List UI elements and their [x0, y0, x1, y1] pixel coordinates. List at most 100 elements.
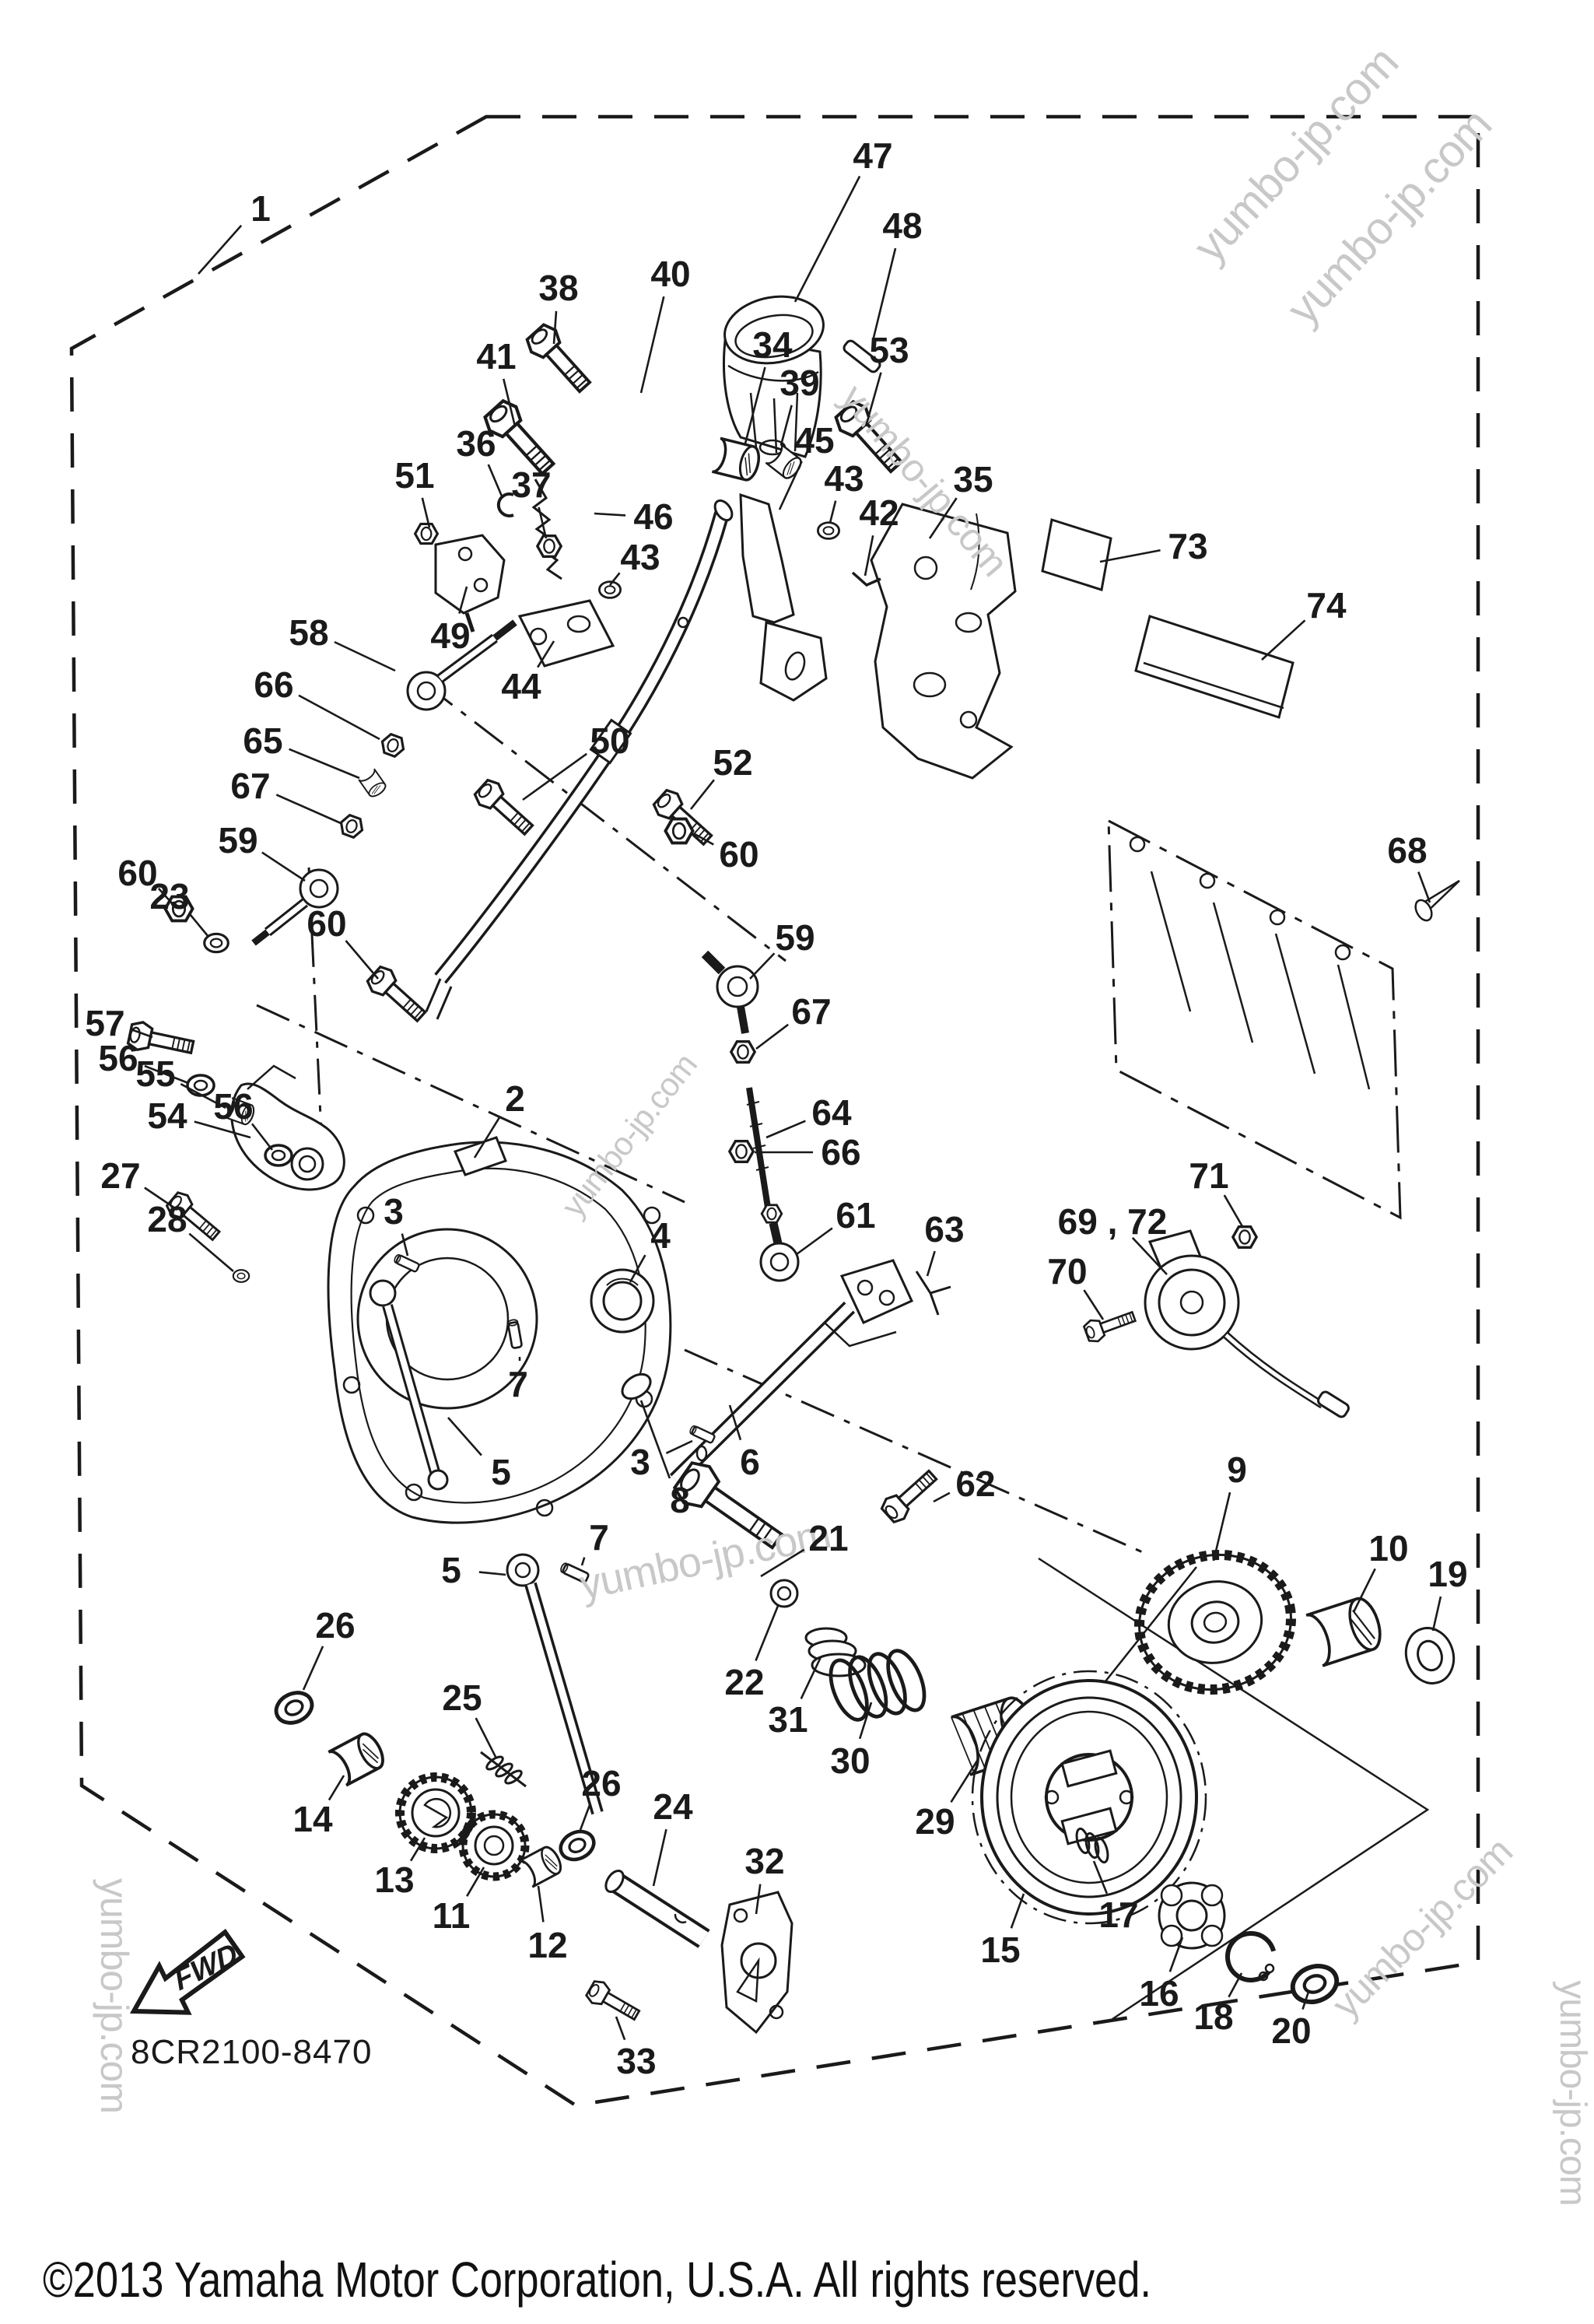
idle-gear-drawing: [1133, 1549, 1297, 1695]
gear-13-drawing: [395, 1772, 476, 1853]
callout-number-53: 53: [869, 330, 909, 370]
shift-shaft-drawing: [669, 1259, 913, 1486]
callout-number-64: 64: [811, 1092, 852, 1133]
callout-number-57: 57: [85, 1003, 124, 1043]
callout-leader-27: [144, 1187, 178, 1211]
callout-number-63: 63: [924, 1209, 964, 1250]
callout-leader-17: [1092, 1860, 1109, 1895]
callout-number-14: 14: [293, 1799, 333, 1839]
callout-leader-60: [157, 888, 173, 905]
callout-number-7: 7: [508, 1364, 528, 1404]
callout-leader-8: [639, 1400, 671, 1479]
callout-leader-64: [765, 1120, 806, 1139]
callout-number-36: 36: [456, 423, 496, 464]
callout-leader-19: [1431, 1596, 1442, 1632]
clutch-drum-drawing: [971, 1670, 1207, 1925]
nut-71-drawing: [1231, 1225, 1258, 1249]
callout-leader-50: [522, 752, 587, 801]
callout-leader-26: [579, 1803, 591, 1831]
washer-19-drawing: [1404, 1627, 1456, 1684]
callout-leader-67: [755, 1023, 789, 1050]
callout-leader-3: [401, 1233, 409, 1257]
callout-leader-36: [487, 464, 504, 499]
callout-leader-53: [864, 372, 882, 427]
speed-limiter-drawing: [1144, 1229, 1350, 1418]
callout-number-46: 46: [633, 496, 673, 537]
callout-number-26: 26: [581, 1763, 621, 1803]
watermark-text-6: yumbo-jp.com: [93, 1878, 136, 2113]
bushing-14-drawing: [327, 1728, 390, 1787]
spring-screw-25-drawing: [480, 1751, 527, 1788]
detent-bracket-drawing: [434, 534, 506, 633]
callout-leader-61: [796, 1227, 833, 1256]
washer-43a-drawing: [817, 521, 840, 540]
callout-leader-56: [250, 1123, 274, 1151]
callout-number-4: 4: [650, 1215, 671, 1256]
callout-leader-71: [1223, 1194, 1245, 1229]
callout-leader-63: [926, 1250, 936, 1277]
callout-leader-42: [864, 535, 874, 577]
callout-number-11: 11: [433, 1895, 471, 1936]
adjuster-drawing: [358, 768, 389, 800]
callout-leader-49: [458, 586, 468, 614]
parts-artwork: [125, 295, 1460, 2035]
callout-number-25: 25: [442, 1677, 482, 1718]
nut-67a-drawing: [336, 811, 367, 841]
callout-number-3: 3: [630, 1442, 650, 1482]
callout-number-16: 16: [1139, 1973, 1179, 2014]
callout-leader-35: [928, 497, 958, 539]
callout-leader-66: [298, 694, 380, 741]
callout-number-66: 66: [821, 1132, 860, 1173]
callout-leader-10: [1352, 1568, 1376, 1613]
callout-leader-60: [345, 940, 379, 980]
callout-leader-74: [1261, 619, 1306, 661]
callout-number-5: 5: [441, 1550, 461, 1590]
callout-leader-30: [858, 1702, 873, 1740]
knob-pin-drawing: [843, 339, 881, 373]
fwd-arrow: FWD: [129, 1928, 246, 2015]
callout-leader-31: [800, 1656, 822, 1699]
bolt-62-drawing: [878, 1463, 943, 1527]
callout-leader-54: [194, 1120, 251, 1139]
shaft-24-drawing: [604, 1869, 710, 1948]
callout-number-10: 10: [1368, 1528, 1408, 1569]
callout-number-69 , 72: 69 , 72: [1058, 1201, 1168, 1242]
callout-leader-26: [302, 1646, 324, 1691]
tie-rod-lower-drawing: [251, 868, 339, 946]
callout-leader-46: [594, 512, 626, 517]
callout-number-74: 74: [1306, 585, 1347, 626]
clip-42-drawing: [851, 571, 881, 587]
callout-leader-5: [478, 1571, 506, 1576]
clutch-spring-small-drawing: [1075, 1827, 1109, 1864]
callout-number-38: 38: [538, 268, 578, 308]
callout-leader-21: [760, 1548, 805, 1578]
axis-line-linkage: [423, 682, 786, 962]
callout-number-24: 24: [653, 1786, 693, 1827]
callout-leader-48: [871, 247, 897, 342]
callout-number-47: 47: [853, 135, 892, 176]
callout-number-2: 2: [505, 1078, 525, 1119]
callout-leader-29: [950, 1758, 980, 1803]
callout-number-41: 41: [476, 336, 516, 377]
callout-leader-56: [144, 1064, 189, 1085]
callout-number-20: 20: [1271, 2010, 1311, 2051]
bolt-33-drawing: [583, 1977, 644, 2027]
shift-lever-drawing: [425, 499, 734, 1020]
callout-number-9: 9: [1227, 1449, 1247, 1490]
callout-number-33: 33: [616, 2041, 656, 2081]
callout-leader-67: [275, 794, 342, 825]
nut-51-drawing: [414, 522, 439, 545]
bracket-32-drawing: [720, 1891, 793, 2035]
callout-number-68: 68: [1387, 830, 1427, 871]
callout-leader-43: [829, 500, 837, 524]
center-link-drawing: [701, 950, 800, 1282]
dashed-border: [69, 114, 1480, 2108]
callout-number-44: 44: [501, 666, 541, 706]
callout-number-50: 50: [590, 720, 629, 761]
washer-28-drawing: [232, 1269, 250, 1283]
callout-number-37: 37: [511, 464, 551, 505]
pivot-plate-drawing: [517, 599, 615, 668]
nut-66a-drawing: [377, 731, 408, 760]
callout-leader-7: [580, 1557, 586, 1566]
callout-leader-65: [289, 748, 360, 780]
